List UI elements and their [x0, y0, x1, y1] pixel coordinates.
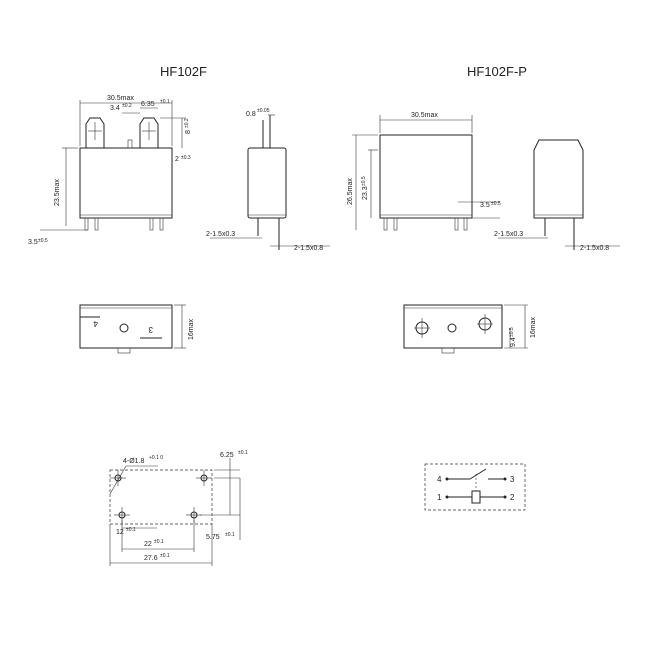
- mark-3: 3: [148, 325, 153, 334]
- dim-pcb-y2: 5.75: [206, 534, 220, 541]
- dim-pcb-y2-tol: ±0.1: [225, 532, 235, 538]
- dim-holes-tol: +0.1 0: [149, 455, 163, 461]
- schematic-pin-3: 3: [510, 475, 515, 484]
- dim-side-pin-a: 2-1.5x0.3: [206, 231, 235, 238]
- wiring-schematic: 4 3 1 2: [424, 463, 526, 511]
- schematic-pin-1: 1: [437, 493, 442, 502]
- dim-p-side-pin-b: 2-1.5x0.8: [580, 245, 609, 252]
- dim-tab-height: 8: [185, 130, 192, 134]
- hf102f-top-view: 4 3 16max: [79, 304, 195, 354]
- dim-pcb-x3: 27.6: [144, 555, 158, 562]
- dim-pin-thick: 0.8: [246, 111, 256, 118]
- title-hf102f-p: HF102F-P: [467, 64, 527, 79]
- dim-p-body: 23.3: [362, 186, 369, 200]
- dim-pin-thick-tol: ±0.05: [257, 108, 270, 114]
- schematic-pin-4: 4: [437, 475, 442, 484]
- dim-pin-len-tol: ±0.5: [38, 238, 48, 244]
- dim-p-pin-len-tol: ±0.5: [491, 201, 501, 207]
- dim-body-height: 23.5max: [54, 179, 61, 206]
- dim-tab-gap: 3.4: [110, 105, 120, 112]
- dim-p-hole-off-tol: ±0.5: [509, 327, 515, 337]
- dim-side-pin-b: 2-1.5x0.8: [294, 245, 323, 252]
- hf102f-side-view: 0.8 ±0.05 2-1.5x0.3 2-1.5x0.8: [206, 108, 330, 252]
- dim-pcb-x2-tol: ±0.1: [154, 539, 164, 545]
- dim-tab-offset-tol: ±0.3: [181, 155, 191, 161]
- pcb-layout: 4-Ø1.8 +0.1 0 6.25 ±0.1 5.75 ±0.1 12 ±0.…: [109, 450, 248, 566]
- schematic-pin-2: 2: [510, 493, 515, 502]
- dim-pcb-x3-tol: ±0.1: [160, 553, 170, 559]
- dim-p-width: 30.5max: [411, 112, 438, 119]
- dim-pcb-x2: 22: [144, 541, 152, 548]
- dim-p-height: 26.5max: [347, 178, 354, 205]
- dim-pcb-x1: 12: [116, 529, 124, 536]
- dim-tab-width-tol: ±0.1: [160, 99, 170, 105]
- hf102f-p-front-view: 30.5max 26.5max 23.3 ±0.5 3.5 ±0.5: [347, 112, 501, 231]
- dim-p-body-tol: ±0.5: [361, 176, 367, 186]
- dim-width: 30.5max: [107, 95, 134, 102]
- dim-pcb-y-tol: ±0.1: [238, 450, 248, 456]
- dim-pin-len: 3.5: [28, 239, 38, 246]
- dim-p-hole-off: 9.4: [510, 337, 517, 347]
- dim-p-pin-len: 3.5: [480, 202, 490, 209]
- dim-top-depth: 16max: [188, 318, 195, 340]
- dim-pcb-x1-tol: ±0.1: [126, 527, 136, 533]
- dim-p-side-pin-a: 2-1.5x0.3: [494, 231, 523, 238]
- hf102f-front-view: 30.5max 3.4 ±0.2 6.35 ±0.1 8 ±0.2 2 ±0.3…: [28, 95, 192, 246]
- dim-tab-offset: 2: [175, 156, 179, 163]
- dim-holes: 4-Ø1.8: [123, 458, 145, 465]
- dim-pcb-y: 6.25: [220, 452, 234, 459]
- hf102f-p-side-view: 2-1.5x0.3 2-1.5x0.8: [494, 139, 620, 252]
- mark-4: 4: [93, 319, 98, 328]
- dim-tab-gap-tol: ±0.2: [122, 103, 132, 109]
- hf102f-p-top-view: 9.4 ±0.5 16max: [403, 304, 537, 354]
- dim-p-top-depth: 16max: [530, 316, 537, 338]
- title-hf102f: HF102F: [160, 64, 207, 79]
- dim-tab-width: 6.35: [141, 101, 155, 108]
- dim-tab-height-tol: ±0.2: [184, 118, 190, 128]
